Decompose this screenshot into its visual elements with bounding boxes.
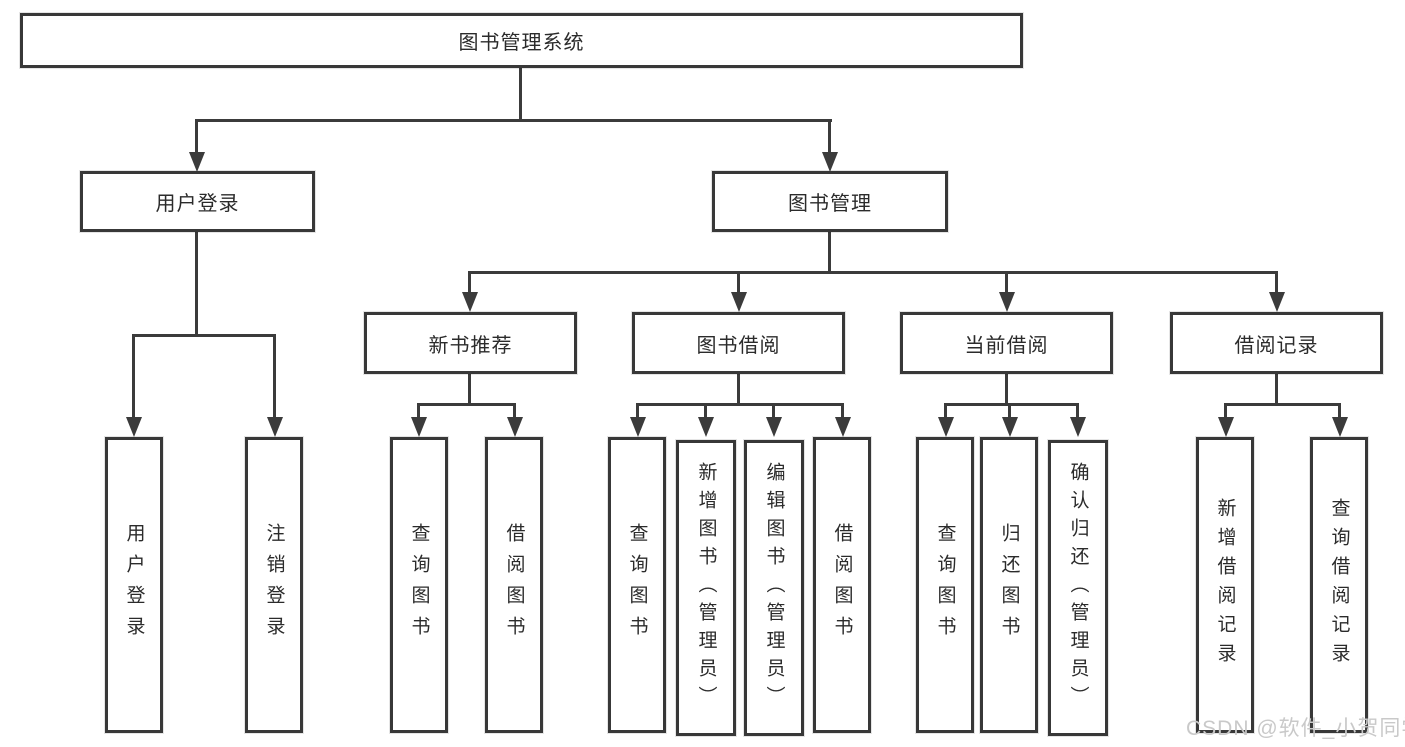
leaf-borrow-book: 借阅图书 <box>813 437 871 733</box>
node-book-borrow: 图书借阅 <box>632 312 845 374</box>
connector-line <box>273 334 276 419</box>
connector-line <box>1224 403 1341 406</box>
leaf-edit-book-admin: 编辑图书（管理员） <box>744 440 804 736</box>
arrow-down-icon <box>1269 292 1285 312</box>
connector-line <box>468 271 1278 274</box>
leaf-query-borrow-record: 查询借阅记录 <box>1310 437 1368 733</box>
arrow-down-icon <box>999 292 1015 312</box>
connector-line <box>1005 374 1008 405</box>
node-user-login: 用户登录 <box>80 171 315 232</box>
connector-line <box>636 403 639 419</box>
arrow-down-icon <box>1002 417 1018 437</box>
connector-line <box>417 403 420 419</box>
arrow-down-icon <box>1332 417 1348 437</box>
arrow-down-icon <box>267 417 283 437</box>
connector-line <box>1005 271 1008 295</box>
node-current-borrow: 当前借阅 <box>900 312 1113 374</box>
arrow-down-icon <box>822 152 838 172</box>
connector-line <box>944 403 947 419</box>
leaf-query-book-current: 查询图书 <box>916 437 974 733</box>
connector-line <box>737 271 740 295</box>
leaf-return-book: 归还图书 <box>980 437 1038 733</box>
connector-line <box>195 119 198 155</box>
connector-line <box>828 119 831 155</box>
connector-line <box>704 403 707 419</box>
arrow-down-icon <box>126 417 142 437</box>
connector-line <box>841 403 844 419</box>
arrow-down-icon <box>1218 417 1234 437</box>
arrow-down-icon <box>630 417 646 437</box>
leaf-borrow-book-recommend: 借阅图书 <box>485 437 543 733</box>
connector-line <box>132 334 135 419</box>
arrow-down-icon <box>507 417 523 437</box>
connector-line <box>519 66 522 121</box>
arrow-down-icon <box>938 417 954 437</box>
node-root-system: 图书管理系统 <box>20 13 1023 68</box>
leaf-user-login: 用户登录 <box>105 437 163 733</box>
connector-line <box>468 374 471 405</box>
leaf-logout: 注销登录 <box>245 437 303 733</box>
leaf-query-book-borrow: 查询图书 <box>608 437 666 733</box>
connector-line <box>1275 271 1278 295</box>
connector-line <box>1224 403 1227 419</box>
node-borrow-record: 借阅记录 <box>1170 312 1383 374</box>
leaf-query-book-recommend: 查询图书 <box>390 437 448 733</box>
arrow-down-icon <box>1070 417 1086 437</box>
connector-line <box>468 271 471 295</box>
arrow-down-icon <box>698 417 714 437</box>
connector-line <box>1008 403 1011 419</box>
node-book-management: 图书管理 <box>712 171 948 232</box>
leaf-confirm-return-admin: 确认归还（管理员） <box>1048 440 1108 736</box>
connector-line <box>944 403 1079 406</box>
arrow-down-icon <box>411 417 427 437</box>
connector-line <box>1076 403 1079 419</box>
arrow-down-icon <box>835 417 851 437</box>
connector-line <box>513 403 516 419</box>
leaf-add-borrow-record: 新增借阅记录 <box>1196 437 1254 733</box>
connector-line <box>772 403 775 419</box>
arrow-down-icon <box>189 152 205 172</box>
connector-line <box>1338 403 1341 419</box>
connector-line <box>132 334 276 337</box>
node-new-book-recommend: 新书推荐 <box>364 312 577 374</box>
connector-line <box>636 403 844 406</box>
arrow-down-icon <box>766 417 782 437</box>
connector-line <box>828 230 831 274</box>
connector-line <box>195 119 832 122</box>
connector-line <box>737 374 740 405</box>
connector-line <box>417 403 516 406</box>
leaf-add-book-admin: 新增图书（管理员） <box>676 440 736 736</box>
connector-line <box>195 230 198 337</box>
connector-line <box>1275 374 1278 405</box>
arrow-down-icon <box>462 292 478 312</box>
arrow-down-icon <box>731 292 747 312</box>
csdn-watermark: CSDN @软件_小贺同学 <box>1186 717 1405 740</box>
